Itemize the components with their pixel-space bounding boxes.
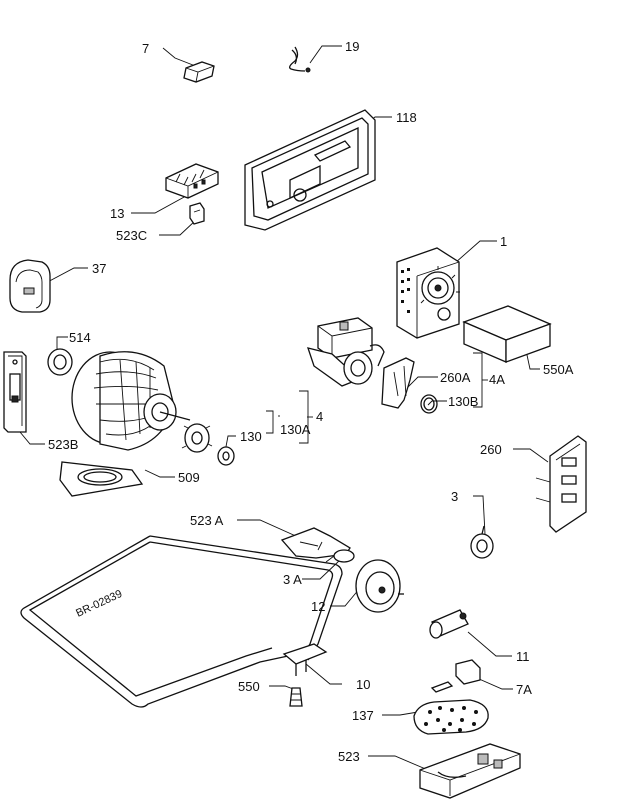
label-523a: 523 A [190, 513, 224, 528]
label-523c: 523C [116, 228, 148, 243]
label-12: 12 [311, 599, 326, 614]
part-130b-ring [420, 394, 438, 414]
part-19-wire [289, 46, 311, 73]
part-10-heating-element: BR-02839 [20, 535, 343, 708]
part-7a-connector [430, 659, 481, 693]
part-4a-pump [307, 317, 385, 387]
part-1-timer [396, 247, 460, 339]
label-523b: 523B [48, 437, 79, 452]
part-523b-bracket [3, 351, 27, 433]
label-550: 550 [238, 679, 260, 694]
part-7-connector [183, 61, 215, 83]
part-514-seal [47, 348, 73, 376]
label-10: 10 [356, 677, 371, 692]
label-260a: 260A [440, 370, 471, 385]
label-118: 118 [396, 110, 417, 125]
label-37: 37 [92, 261, 107, 276]
part-3-thermostat [470, 525, 494, 559]
part-509-plate [59, 461, 144, 497]
label-4a: 4A [489, 372, 505, 387]
part-523-housing [419, 743, 521, 799]
part-260-bracket [535, 435, 587, 533]
part-118-housing [244, 109, 376, 231]
part-motor [71, 351, 191, 451]
label-260: 260 [480, 442, 502, 457]
label-130a: 130A [280, 422, 311, 437]
part-523c-clip [189, 202, 205, 225]
label-137: 137 [352, 708, 374, 723]
label-509: 509 [178, 470, 200, 485]
label-514: 514 [69, 330, 91, 345]
label-3a: 3 A [283, 572, 302, 587]
label-4: 4 [316, 409, 324, 424]
part-550-plug [289, 687, 303, 707]
part-550a-cover [462, 305, 552, 363]
part-37-cap [9, 259, 51, 313]
label-1: 1 [500, 234, 508, 249]
part-11-small-motor [429, 609, 469, 639]
label-130b: 130B [448, 394, 479, 409]
part-12-pressure-switch [355, 559, 404, 613]
part-130a-pulley [181, 423, 213, 453]
part-130-bushing [217, 446, 235, 466]
label-7: 7 [142, 41, 150, 56]
label-523: 523 [338, 749, 360, 764]
label-13: 13 [110, 206, 125, 221]
part-13-switch [165, 163, 219, 199]
label-19: 19 [345, 39, 360, 54]
group-brackets [266, 352, 488, 444]
handwritten-note: BR-02839 [74, 588, 124, 620]
part-3a-sensor [325, 549, 355, 563]
label-11: 11 [516, 649, 530, 664]
label-550a: 550A [543, 362, 574, 377]
label-7a: 7A [516, 682, 532, 697]
label-3: 3 [451, 489, 459, 504]
part-260a-bracket [381, 357, 415, 409]
label-130: 130 [240, 429, 262, 444]
part-137-filter [413, 699, 489, 735]
